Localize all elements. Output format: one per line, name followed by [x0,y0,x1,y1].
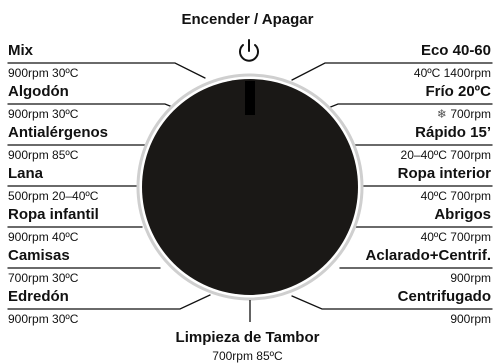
program-abrigos-spec: 40ºC 700rpm [420,230,491,244]
dial-indicator [245,81,255,115]
program-edredon-spec: 900rpm 30ºC [8,312,79,326]
program-antialergenos-spec: 900rpm 85ºC [8,148,79,162]
program-rapido-spec: 20–40ºC 700rpm [400,148,491,162]
program-centrifugado-spec: 900rpm [450,312,491,326]
program-antialergenos[interactable]: Antialérgenos [8,124,109,141]
program-lana[interactable]: Lana [8,165,44,182]
program-camisas[interactable]: Camisas [8,247,70,264]
program-limpieza-tambor[interactable]: Limpieza de Tambor [175,329,320,346]
program-mix[interactable]: Mix [8,42,34,59]
power-label: Encender / Apagar [181,11,314,28]
program-algodon-spec: 900rpm 30ºC [8,107,79,121]
program-aclarado-centrif[interactable]: Aclarado+Centrif. [365,247,491,264]
snowflake-icon: ❄ [436,107,447,121]
eco-underline [291,62,493,81]
program-rapido-15[interactable]: Rápido 15’ [415,124,491,141]
program-ropa-interior-spec: 40ºC 700rpm [420,189,491,203]
mix-underline [7,62,206,79]
program-mix-spec: 900rpm 30ºC [8,66,79,80]
program-frio-spec: 700rpm [450,107,491,121]
program-ropa-infantil[interactable]: Ropa infantil [8,206,99,223]
program-ropa-infantil-spec: 900rpm 40ºC [8,230,79,244]
program-limpieza-spec: 700rpm 85ºC [212,349,283,363]
program-frio-spec-row: ❄ 700rpm [437,107,491,121]
program-abrigos[interactable]: Abrigos [434,206,491,223]
program-lana-spec: 500rpm 20–40ºC [8,189,99,203]
program-eco-spec: 40ºC 1400rpm [413,66,491,80]
program-algodon[interactable]: Algodón [8,83,69,100]
program-frio-20[interactable]: Frío 20ºC [425,83,492,100]
program-ropa-interior[interactable]: Ropa interior [397,165,491,182]
centrifugado-underline [291,295,493,310]
program-edredon[interactable]: Edredón [8,288,69,305]
program-camisas-spec: 700rpm 30ºC [8,271,79,285]
edredon-underline [7,294,211,310]
program-dial[interactable] [136,73,364,301]
program-centrifugado[interactable]: Centrifugado [397,288,491,305]
program-aclarado-spec: 900rpm [450,271,491,285]
power-icon[interactable] [234,36,264,66]
program-eco-40-60[interactable]: Eco 40-60 [420,42,491,59]
